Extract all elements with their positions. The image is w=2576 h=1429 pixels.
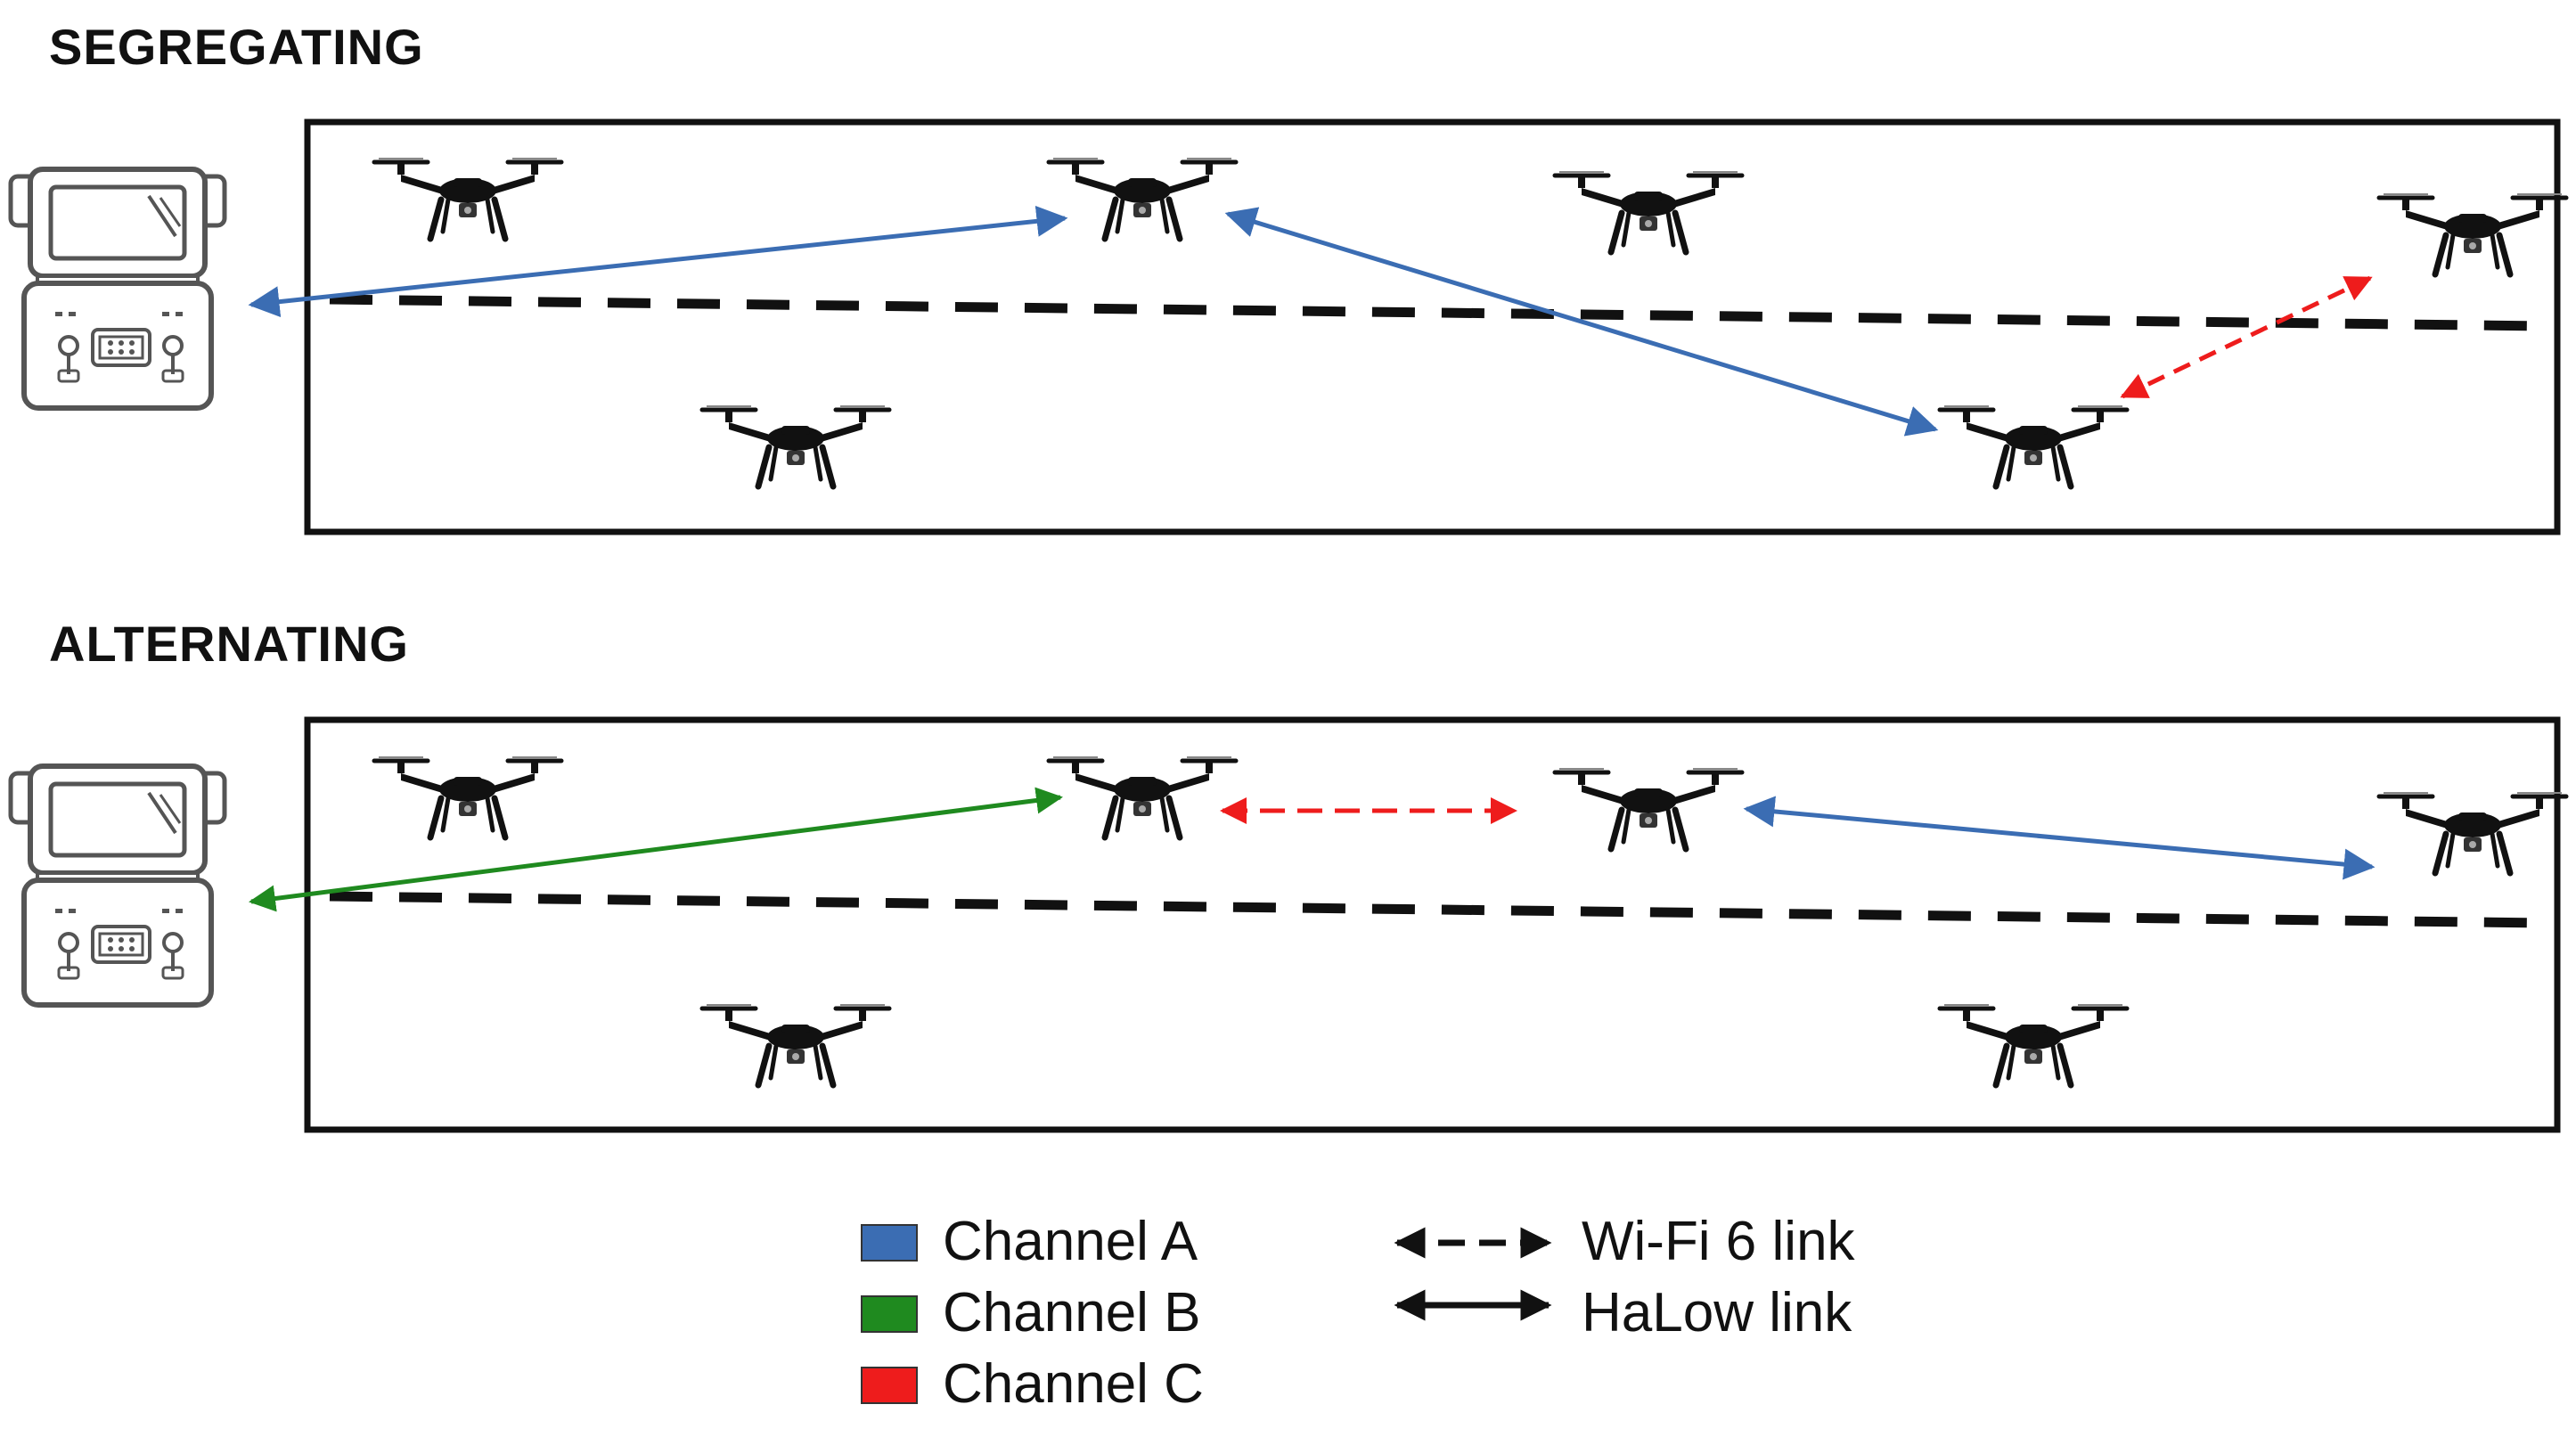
wifi6-link-label: Wi-Fi 6 link — [1582, 1211, 1856, 1272]
segregating-dashed-path — [329, 294, 2549, 331]
segregating-field-frame — [304, 118, 2561, 535]
link-drone2-drone6 — [1224, 207, 1939, 437]
quadcopter-drone-icon — [1940, 406, 2127, 486]
channel-b-swatch — [861, 1295, 918, 1333]
quadcopter-drone-icon — [2379, 793, 2566, 873]
quadcopter-drone-icon — [374, 159, 561, 239]
quadcopter-drone-icon — [1555, 172, 1742, 252]
legend: Channel A Channel B Channel C Wi-Fi 6 li… — [861, 1211, 1856, 1415]
channel-c-label: Channel C — [943, 1353, 1204, 1415]
quadcopter-drone-icon — [702, 1005, 889, 1085]
ground-control-station-icon — [11, 766, 225, 1005]
halow-link-label: HaLow link — [1582, 1282, 1852, 1343]
quadcopter-drone-icon — [702, 406, 889, 486]
channel-c-swatch — [861, 1367, 918, 1404]
channel-a-label: Channel A — [943, 1211, 1198, 1272]
quadcopter-drone-icon — [2379, 194, 2566, 274]
link-controller-drone2 — [249, 787, 1063, 912]
link-drone3-drone4 — [1743, 796, 2376, 880]
segregating-panel — [11, 118, 2566, 535]
quadcopter-drone-icon — [1049, 159, 1236, 239]
alternating-panel — [11, 716, 2566, 1133]
segregating-title: SEGREGATING — [49, 19, 424, 75]
alternating-field-frame — [304, 716, 2561, 1133]
quadcopter-drone-icon — [1940, 1005, 2127, 1085]
quadcopter-drone-icon — [374, 757, 561, 837]
link-controller-drone2 — [248, 205, 1068, 318]
quadcopter-drone-icon — [1049, 757, 1236, 837]
ground-control-station-icon — [11, 169, 225, 408]
alternating-dashed-path — [329, 891, 2549, 928]
channel-a-swatch — [861, 1224, 918, 1262]
quadcopter-drone-icon — [1555, 769, 1742, 849]
alternating-title: ALTERNATING — [49, 616, 409, 672]
channel-b-label: Channel B — [943, 1282, 1201, 1343]
link-drone6-drone4 — [2120, 275, 2373, 399]
